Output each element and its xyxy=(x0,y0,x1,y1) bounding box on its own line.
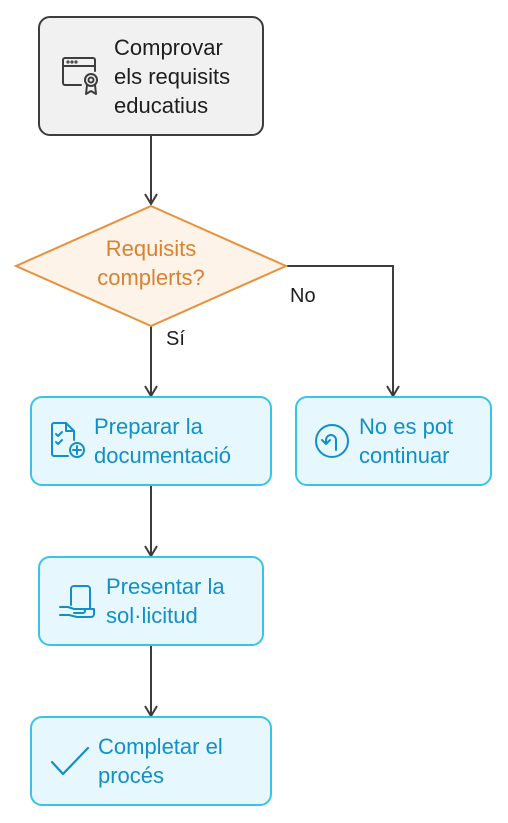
node-prepare-label: Preparar la documentació xyxy=(94,414,231,468)
arrowhead-decision xyxy=(144,193,158,206)
checkmark-icon xyxy=(42,744,98,778)
node-cannot-label: No es pot continuar xyxy=(359,414,454,468)
node-check-requirements: Comprovar els requisits educatius xyxy=(38,16,264,136)
u-turn-arrow-icon xyxy=(305,422,359,460)
node-prepare-documentation: Preparar la documentació xyxy=(30,396,272,486)
node-cannot-continue: No es pot continuar xyxy=(295,396,492,486)
node-complete-label: Completar el procés xyxy=(98,734,223,788)
decision-label: Requisits complerts? xyxy=(97,236,205,290)
edge-label-no: No xyxy=(290,285,316,307)
node-submit-application: Presentar la sol·licitud xyxy=(38,556,264,646)
edge-label-yes: Sí xyxy=(166,328,185,350)
document-checklist-add-icon xyxy=(42,420,94,462)
node-check-label: Comprovar els requisits educatius xyxy=(114,34,231,118)
node-complete-process: Completar el procés xyxy=(30,716,272,806)
hand-document-icon xyxy=(50,581,106,621)
certificate-browser-icon xyxy=(50,55,112,97)
decision-diamond xyxy=(13,204,289,328)
node-submit-label: Presentar la sol·licitud xyxy=(106,574,225,628)
edge-decision-to-cannot xyxy=(287,265,394,396)
